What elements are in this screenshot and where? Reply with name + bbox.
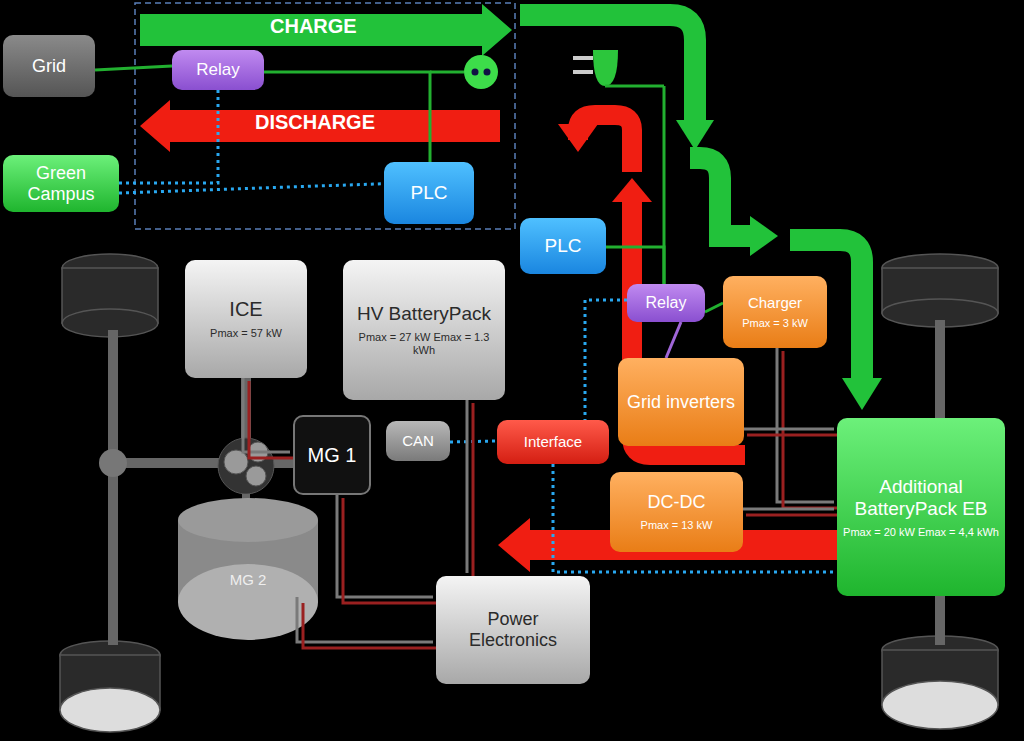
plug (593, 50, 618, 86)
connector (467, 397, 473, 579)
node-box: Grid (3, 35, 95, 97)
flow-label: CHARGE (270, 15, 357, 38)
dashed-frame (135, 3, 515, 229)
connector (740, 509, 840, 515)
node-spec: Pmax = 27 kW Emax = 1.3 kWh (349, 331, 499, 356)
connector (666, 322, 681, 358)
node-box: Relay (627, 284, 705, 322)
connector (705, 303, 723, 312)
flow-label: DISCHARGE (255, 111, 375, 134)
socket (464, 55, 498, 89)
node-box: Green Campus (3, 155, 119, 212)
node-box: PLC (384, 162, 474, 224)
node-title: ICE (229, 298, 262, 321)
node-title: DC-DC (648, 492, 706, 513)
node-title: Green Campus (9, 163, 113, 204)
connector (553, 464, 850, 572)
connector (119, 184, 384, 193)
node-title: CAN (402, 432, 434, 449)
connector (95, 66, 172, 70)
node-box: HV BatteryPackPmax = 27 kW Emax = 1.3 kW… (343, 260, 505, 400)
node-box: Relay (172, 50, 264, 90)
node-title: Grid (32, 56, 66, 77)
node-title: Power Electronics (442, 609, 584, 650)
node-title: Relay (196, 60, 239, 80)
connector (606, 247, 664, 284)
connector (337, 492, 439, 603)
node-box: Grid inverters (618, 358, 744, 446)
node-title: HV BatteryPack (357, 303, 491, 325)
node-title: PLC (411, 182, 448, 204)
connector (741, 429, 840, 435)
node-title: PLC (545, 235, 582, 257)
node-box: Additional BatteryPack EB Pmax = 20 kW Em… (837, 418, 1005, 596)
node-spec: Pmax = 57 kW (210, 327, 282, 340)
node-box: PLC (520, 218, 606, 274)
node-title: Relay (646, 294, 687, 312)
charge-arrow (140, 4, 512, 56)
gears (218, 438, 274, 494)
node-title: MG 1 (308, 444, 357, 467)
discharge-arrow (140, 100, 500, 152)
node-title: Interface (524, 433, 582, 450)
node-spec: Pmax = 3 kW (742, 317, 808, 330)
node-title: Charger (748, 294, 802, 311)
connector (243, 375, 296, 458)
node-box: MG 1 (293, 415, 371, 495)
node-title: Additional BatteryPack EB (843, 476, 999, 520)
node-box: ChargerPmax = 3 kW (723, 276, 827, 348)
node-title: Grid inverters (627, 392, 735, 413)
node-spec: Pmax = 20 kW Emax = 4,4 kWh (843, 526, 999, 539)
node-box: DC-DC Pmax = 13 kW (610, 472, 743, 552)
node-box: ICE Pmax = 57 kW (185, 260, 307, 378)
connector (297, 597, 439, 648)
node-box: Power Electronics (436, 576, 590, 684)
node-spec: Pmax = 13 kW (641, 519, 713, 532)
connector (119, 90, 218, 183)
node-box: CAN (386, 421, 450, 461)
connector (777, 345, 840, 508)
node-title: MG 2 (230, 571, 267, 588)
node-box: Interface (497, 420, 609, 464)
node-box: MG 2 (183, 560, 313, 600)
